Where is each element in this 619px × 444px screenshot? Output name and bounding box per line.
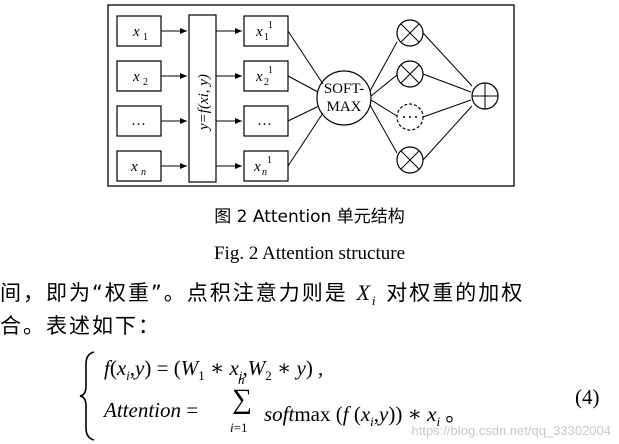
svg-text:1: 1 — [143, 32, 148, 43]
svg-text:x: x — [132, 24, 140, 40]
body-text-line-2: 合。表述如下： — [0, 314, 161, 338]
equation-line-1: f(xi,y) = (W1 ∗ xi,W2 ∗ y) , — [104, 356, 324, 384]
multiply-node-ellipsis — [396, 103, 424, 131]
equation-brace — [79, 351, 95, 441]
svg-text:SOFT-: SOFT- — [324, 81, 364, 97]
output-box-ellipsis: … — [243, 105, 289, 137]
svg-text:x: x — [255, 24, 263, 40]
svg-text:2: 2 — [143, 77, 148, 88]
svg-text:x: x — [130, 159, 138, 175]
attention-structure-figure: x 1 x 2 … x n y=f(xi, y) x 1 1 x 2 1 — [107, 4, 515, 187]
figure-frame — [107, 4, 515, 187]
equation-line-2: Attention = — [104, 398, 199, 422]
sum-node — [471, 82, 499, 110]
svg-text:x: x — [253, 159, 261, 175]
softmax-node: SOFT- MAX — [316, 70, 372, 126]
multiply-node-1 — [396, 19, 424, 47]
input-box-ellipsis: … — [116, 105, 162, 137]
input-box-2: x 2 — [116, 60, 162, 92]
sum-lower-limit: i=1 — [230, 420, 248, 435]
output-box-2: x 2 1 — [243, 60, 289, 92]
output-box-1: x 1 1 — [243, 15, 289, 47]
svg-text:1: 1 — [268, 65, 273, 76]
svg-text:n: n — [262, 167, 267, 178]
input-box-n: x n — [116, 150, 162, 182]
sum-symbol: ∑ — [232, 384, 252, 415]
input-box-1: x 1 — [116, 15, 162, 47]
svg-text:n: n — [141, 167, 146, 178]
svg-text:y=f(xi, y): y=f(xi, y) — [196, 74, 212, 132]
svg-text:MAX: MAX — [326, 99, 361, 115]
svg-text:…: … — [257, 113, 272, 129]
svg-text:1: 1 — [268, 20, 273, 31]
multiply-node-n — [396, 146, 424, 174]
figure-caption-en: Fig. 2 Attention structure — [213, 243, 406, 264]
output-box-n: x n 1 — [243, 150, 289, 182]
svg-text:…: … — [131, 113, 146, 129]
sum-upper-limit: n — [238, 372, 245, 387]
svg-text:x: x — [255, 69, 263, 85]
figure-caption-zh: 图 2 Attention 单元结构 — [214, 207, 405, 227]
svg-text:1: 1 — [267, 155, 272, 166]
watermark: https://blog.csdn.net/qq_33302004 — [411, 423, 612, 438]
equation-line-2-rhs: softmax (f (xi,y)) ∗ xi 。 — [264, 402, 467, 430]
multiply-node-2 — [396, 60, 424, 88]
svg-text:2: 2 — [264, 77, 269, 88]
svg-text:x: x — [132, 69, 140, 85]
function-box: y=f(xi, y) — [188, 14, 217, 183]
equation-number: (4) — [575, 385, 600, 409]
body-text-line-1: 间，即为“权重”。点积注意力则是 Xi 对权重的加权 — [0, 280, 525, 309]
svg-text:1: 1 — [264, 32, 269, 43]
